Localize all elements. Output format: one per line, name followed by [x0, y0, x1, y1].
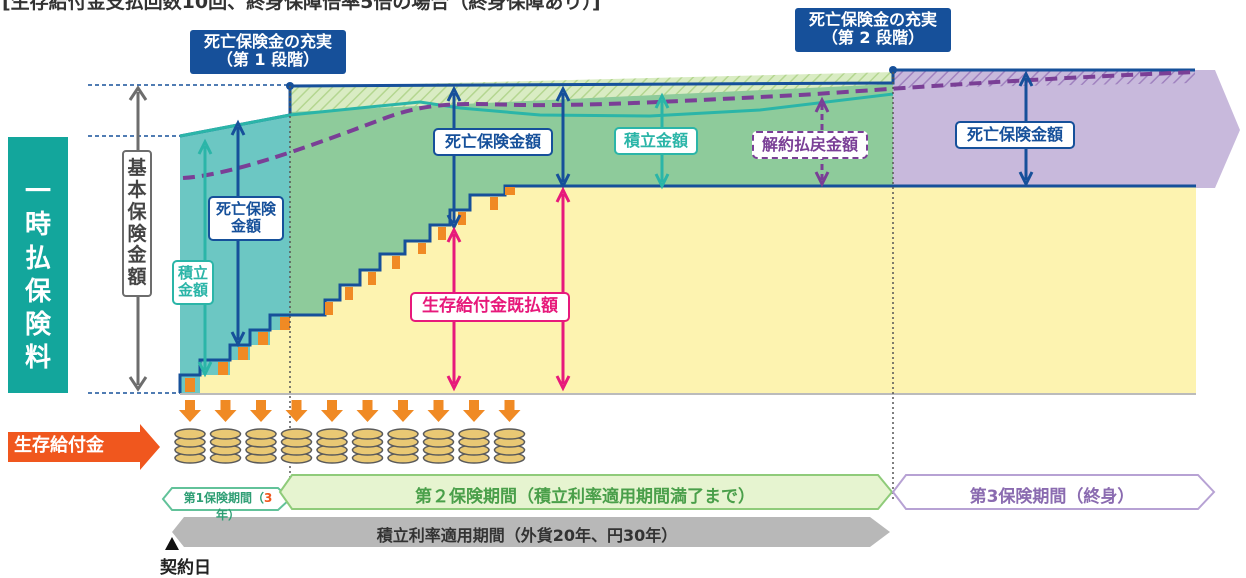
- lump-sum-char: 時: [24, 210, 51, 241]
- lump-sum-char: 料: [24, 343, 51, 374]
- coin-stack-icon: [493, 428, 526, 464]
- survival-down-arrow: [356, 400, 379, 422]
- death-benefit-p1-line2: 金額: [231, 217, 262, 236]
- survival-down-arrow: [392, 400, 414, 422]
- callout-stage2-line1: 死亡保険金の充実: [809, 10, 938, 29]
- callout-stage2-line2: （第 2 段階）: [821, 28, 925, 48]
- death-benefit-p1-line1: 死亡保険: [216, 200, 277, 218]
- lump-sum-premium-label: 一時払保険料: [8, 176, 68, 376]
- rate-period-bar: [172, 517, 890, 547]
- coin-stack-icon: [209, 428, 242, 464]
- green-hatch: [290, 72, 893, 112]
- period3-label: 第3保険期間（終身）: [969, 487, 1135, 507]
- accumulation-p1-line2: 金額: [178, 281, 209, 300]
- coin-stack-icon: [422, 428, 455, 464]
- page-title: [生存給付金支払回数10回、終身保障倍率5倍の場合（終身保障あり）]: [2, 0, 601, 13]
- accumulation-p1-line1: 積立: [178, 264, 209, 282]
- coin-stack-icon: [245, 428, 277, 464]
- lump-sum-block: [8, 137, 68, 393]
- lump-sum-char: 払: [24, 243, 51, 274]
- lump-sum-char: 険: [24, 310, 51, 341]
- surrender-value-label: 解約払戻金額: [752, 131, 869, 160]
- survival-down-arrow: [250, 400, 272, 422]
- contract-date-marker-icon: [165, 537, 179, 550]
- death-benefit-p3-label: 死亡保険金額: [955, 121, 1076, 150]
- accumulation-line: [179, 92, 894, 138]
- survival-benefit-label: 生存給付金: [14, 435, 104, 456]
- survival-down-arrow: [285, 400, 308, 422]
- accumulation-p1-label: 積立 金額: [172, 260, 215, 305]
- contract-date-label: 契約日: [160, 558, 211, 578]
- coin-stack-icon: [316, 428, 348, 464]
- lump-sum-char: 一: [24, 177, 51, 207]
- lump-sum-char: 保: [24, 276, 51, 307]
- accumulation-p2-label: 積立金額: [614, 127, 699, 156]
- period3-bar: [891, 474, 1216, 510]
- period1-label: 第1保険期間（3 年）: [172, 489, 284, 523]
- survival-down-arrow: [498, 400, 521, 422]
- death-benefit-p1-label: 死亡保険 金額: [208, 196, 285, 241]
- survival-down-arrow: [427, 400, 450, 422]
- period1-bar: [161, 487, 292, 511]
- callout-stage1-line1: 死亡保険金の充実: [204, 32, 333, 51]
- basic-sum-insured-label: 基本保険金額: [122, 150, 152, 298]
- surrender-line: [182, 70, 1197, 180]
- coin-stack-icon: [458, 428, 490, 464]
- callout-stage1: 死亡保険金の充実 （第 1 段階）: [190, 30, 347, 74]
- rate-period-label: 積立利率適用期間（外貨20年、円30年）: [376, 526, 678, 545]
- survival-down-arrow: [321, 400, 343, 422]
- period2-bar: [278, 474, 894, 510]
- period1-suffix: 年）: [215, 508, 240, 522]
- survival-down-arrow: [463, 400, 485, 422]
- period1-years: 3: [264, 491, 273, 505]
- callout-stage1-line2: （第 1 段階）: [216, 50, 320, 70]
- death-benefit-p2-label: 死亡保険金額: [433, 128, 554, 157]
- period3-hatch: [893, 70, 1195, 88]
- stair-steps: [185, 187, 515, 392]
- coin-stack-icon: [387, 428, 419, 464]
- period2-label: 第２保険期間（積立利率適用期間満了まで）: [415, 487, 755, 507]
- survival-paid-label: 生存給付金既払額: [410, 292, 570, 322]
- callout-stage2: 死亡保険金の充実 （第 2 段階）: [795, 8, 952, 52]
- coin-stacks: [174, 428, 526, 464]
- coin-stack-icon: [174, 428, 206, 464]
- teal-area: [180, 115, 290, 393]
- period1-prefix: 第1保険期間（: [183, 491, 264, 505]
- survival-down-arrow: [179, 400, 201, 422]
- coin-stack-icon: [280, 428, 313, 464]
- survival-benefit-arrow: [8, 424, 160, 470]
- coin-stack-icon: [351, 428, 384, 464]
- survival-down-arrow: [214, 400, 237, 422]
- survival-down-arrows: [179, 400, 521, 422]
